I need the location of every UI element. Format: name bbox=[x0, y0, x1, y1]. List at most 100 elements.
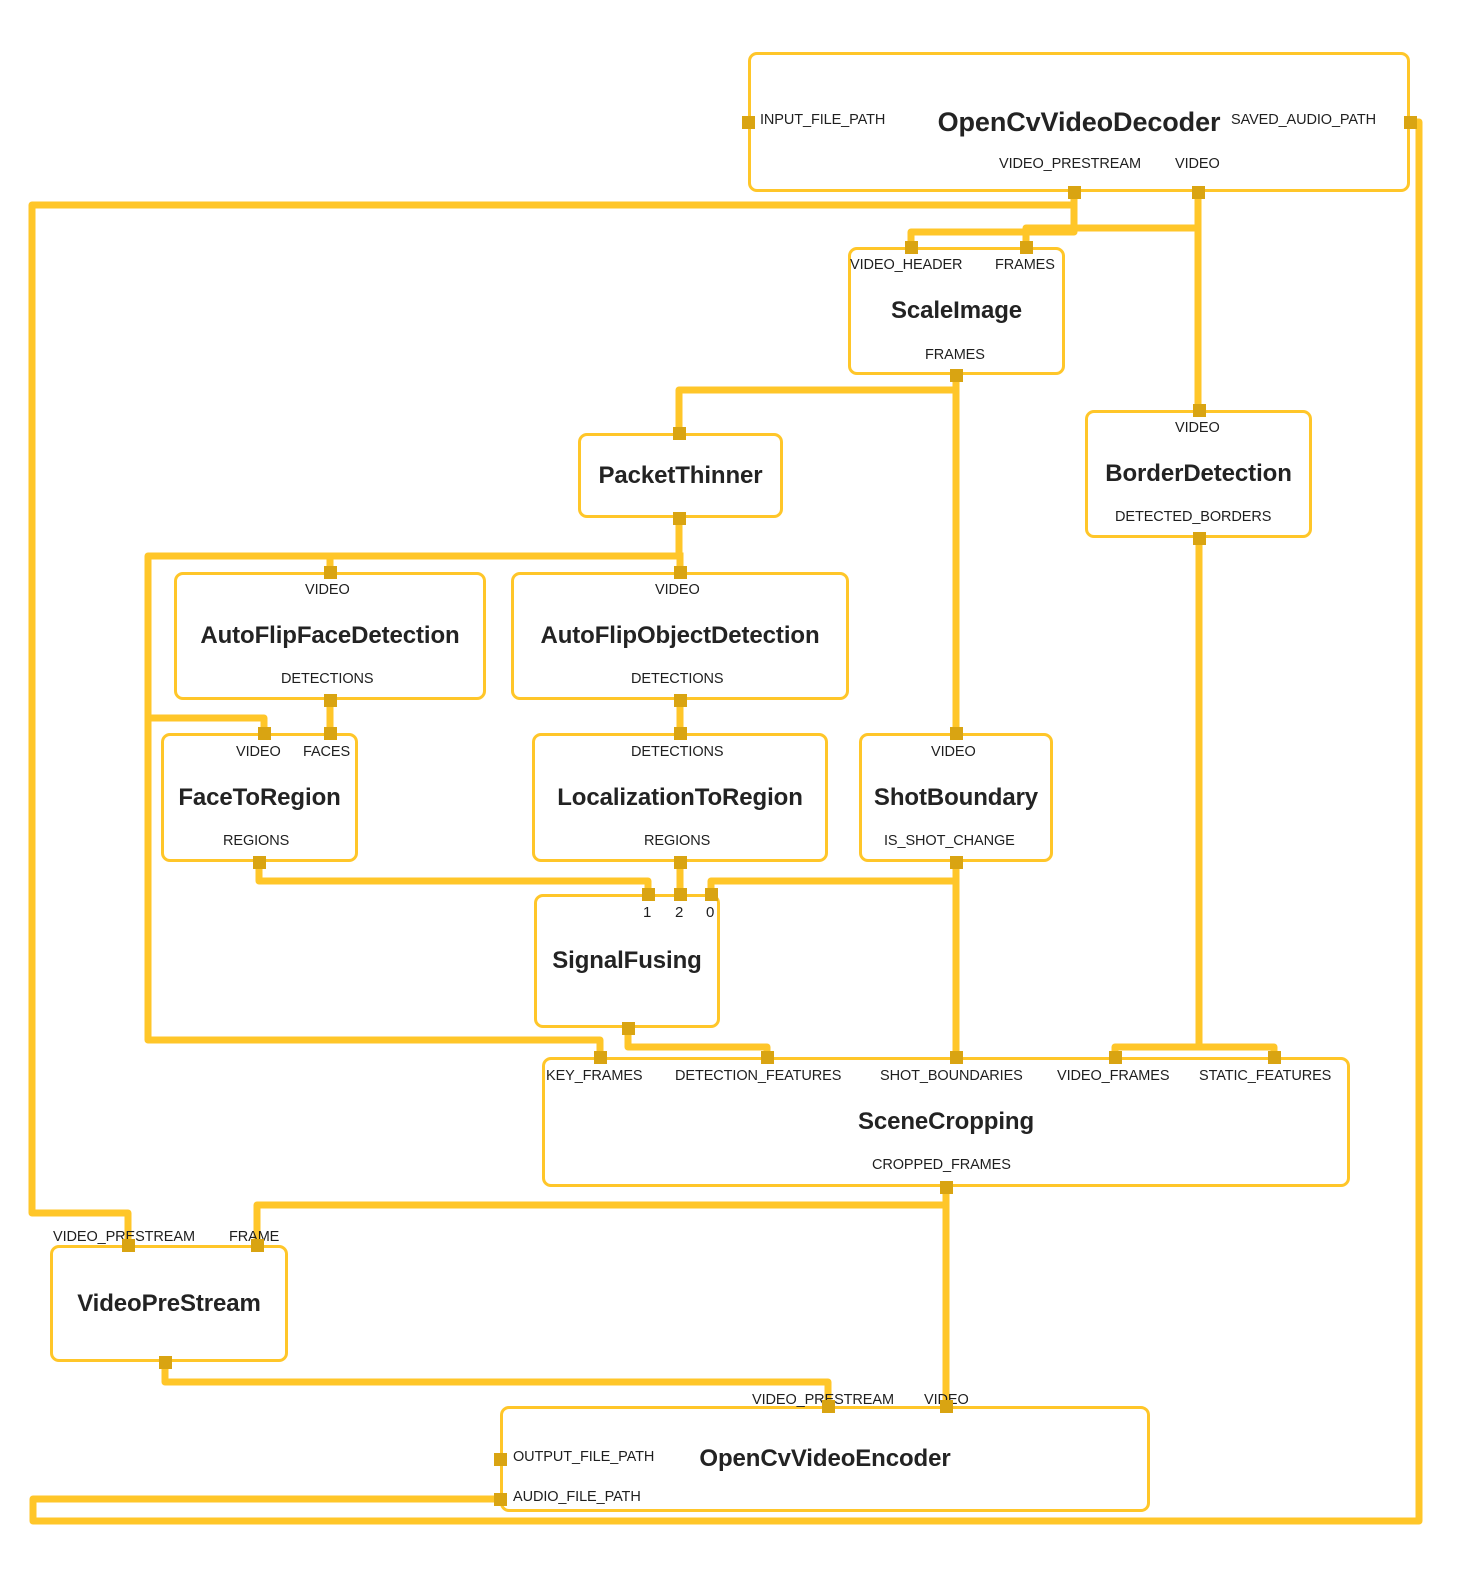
port-label-opencv_video_decoder-video: VIDEO bbox=[1175, 156, 1220, 172]
node-title-opencv_video_decoder: OpenCvVideoDecoder bbox=[937, 106, 1221, 137]
port-scene_cropping-video_frames[interactable] bbox=[1108, 1050, 1122, 1064]
port-localization_to_region-detections[interactable] bbox=[673, 726, 687, 740]
wire-detectedborders-to-staticfeatures bbox=[1195, 534, 1278, 1061]
node-title-autoflip_face_detection: AutoFlipFaceDetection bbox=[200, 622, 460, 649]
wire-video-to-scenecropping-videoframes bbox=[1111, 188, 1203, 1061]
port-label-scene_cropping-video_frames: VIDEO_FRAMES bbox=[1057, 1068, 1170, 1084]
port-scale_image-video_header[interactable] bbox=[904, 240, 918, 254]
port-scene_cropping-cropped_frames[interactable] bbox=[939, 1180, 953, 1194]
port-face_to_region-regions[interactable] bbox=[252, 855, 266, 869]
node-title-opencv_video_encoder: OpenCvVideoEncoder bbox=[699, 1445, 951, 1472]
node-border_detection[interactable]: BorderDetection bbox=[1085, 410, 1312, 538]
wire-signalfusing-to-detectionfeatures bbox=[624, 1024, 771, 1061]
node-title-border_detection: BorderDetection bbox=[1105, 460, 1292, 487]
port-shot_boundary-is_shot_change[interactable] bbox=[949, 855, 963, 869]
port-face_to_region-faces[interactable] bbox=[323, 726, 337, 740]
node-title-shot_boundary: ShotBoundary bbox=[873, 783, 1039, 811]
node-title-localization_to_region: LocalizationToRegion bbox=[557, 783, 803, 811]
port-video_pre_stream-outputs[interactable] bbox=[158, 1355, 172, 1369]
port-opencv_video_encoder-audio_file_path[interactable] bbox=[493, 1492, 507, 1506]
port-packet_thinner-outputs[interactable] bbox=[672, 511, 686, 525]
port-label-opencv_video_decoder-input_file_path: INPUT_FILE_PATH bbox=[760, 112, 886, 128]
node-autoflip_face_detection[interactable]: AutoFlipFaceDetection bbox=[174, 572, 486, 700]
port-label-video_pre_stream-frame: FRAME bbox=[229, 1229, 280, 1245]
port-opencv_video_encoder-video_prestream[interactable] bbox=[821, 1399, 835, 1413]
port-label-opencv_video_decoder-saved_audio_path: SAVED_AUDIO_PATH bbox=[1231, 112, 1377, 128]
node-packet_thinner[interactable]: PacketThinner bbox=[578, 433, 783, 518]
node-title-signal_fusing: SignalFusing bbox=[552, 947, 702, 974]
port-opencv_video_decoder-input_file_path[interactable] bbox=[741, 115, 755, 129]
port-autoflip_object_detection-video[interactable] bbox=[673, 565, 687, 579]
port-label-autoflip_object_detection-video: VIDEO bbox=[655, 582, 700, 598]
port-scene_cropping-static_features[interactable] bbox=[1267, 1050, 1281, 1064]
port-localization_to_region-regions[interactable] bbox=[673, 855, 687, 869]
wire-videoprestream-to-encoder-prestream bbox=[161, 1358, 832, 1410]
node-signal_fusing[interactable]: SignalFusing bbox=[534, 894, 720, 1028]
node-title-scale_image: ScaleImage bbox=[890, 297, 1023, 324]
wire-packetthinner-bus bbox=[144, 514, 683, 1061]
port-label-shot_boundary-video: VIDEO bbox=[931, 744, 976, 760]
port-autoflip_face_detection-video[interactable] bbox=[323, 565, 337, 579]
port-video_pre_stream-video_prestream[interactable] bbox=[121, 1238, 135, 1252]
port-opencv_video_encoder-video[interactable] bbox=[939, 1399, 953, 1413]
port-label-localization_to_region-regions: REGIONS bbox=[644, 833, 711, 849]
port-scene_cropping-detection_features[interactable] bbox=[760, 1050, 774, 1064]
wire-packetthinner-to-facetoregion-video bbox=[144, 714, 268, 737]
port-label-border_detection-detected_borders: DETECTED_BORDERS bbox=[1115, 509, 1272, 525]
node-shot_boundary[interactable]: ShotBoundary bbox=[859, 733, 1053, 862]
node-title-scene_cropping: SceneCropping bbox=[857, 1108, 1035, 1135]
port-label-scale_image-frames: FRAMES bbox=[925, 347, 985, 363]
port-signal_fusing-2[interactable] bbox=[673, 887, 687, 901]
port-signal_fusing-1[interactable] bbox=[641, 887, 655, 901]
port-label-scene_cropping-cropped_frames: CROPPED_FRAMES bbox=[872, 1157, 1011, 1173]
port-label-border_detection-video: VIDEO bbox=[1175, 420, 1220, 436]
port-label-opencv_video_encoder-audio_file_path: AUDIO_FILE_PATH bbox=[513, 1489, 641, 1505]
port-opencv_video_decoder-saved_audio_path[interactable] bbox=[1403, 115, 1417, 129]
port-label-signal_fusing-2: 2 bbox=[675, 904, 684, 921]
port-label-scale_image-video_header: VIDEO_HEADER bbox=[850, 257, 963, 273]
port-scale_image-frames[interactable] bbox=[1019, 240, 1033, 254]
port-autoflip_face_detection-detections[interactable] bbox=[323, 693, 337, 707]
wire-savedaudio-to-audiofilepath bbox=[29, 118, 1423, 1525]
wire-shotboundary-to-signalfusing0 bbox=[707, 858, 960, 898]
port-shot_boundary-video[interactable] bbox=[949, 726, 963, 740]
port-autoflip_object_detection-detections[interactable] bbox=[673, 693, 687, 707]
port-label-scene_cropping-static_features: STATIC_FEATURES bbox=[1199, 1068, 1332, 1084]
port-label-video_pre_stream-video_prestream: VIDEO_PRESTREAM bbox=[53, 1229, 195, 1245]
node-title-video_pre_stream: VideoPreStream bbox=[77, 1289, 261, 1317]
port-label-scale_image-frames: FRAMES bbox=[995, 257, 1055, 273]
node-opencv_video_decoder[interactable]: OpenCvVideoDecoder bbox=[748, 52, 1410, 192]
port-scene_cropping-key_frames[interactable] bbox=[593, 1050, 607, 1064]
node-title-packet_thinner: PacketThinner bbox=[598, 461, 763, 489]
port-scale_image-frames[interactable] bbox=[949, 368, 963, 382]
node-video_pre_stream[interactable]: VideoPreStream bbox=[50, 1245, 288, 1362]
wire-scaleimage-to-packetthinner bbox=[675, 371, 960, 437]
port-video_pre_stream-frame[interactable] bbox=[250, 1238, 264, 1252]
wire-croppedframes-to-videoprestream-frame bbox=[253, 1183, 950, 1249]
port-label-autoflip_face_detection-detections: DETECTIONS bbox=[281, 671, 374, 687]
node-opencv_video_encoder[interactable]: OpenCvVideoEncoder bbox=[500, 1406, 1150, 1512]
port-packet_thinner-inputs[interactable] bbox=[672, 426, 686, 440]
port-scene_cropping-shot_boundaries[interactable] bbox=[949, 1050, 963, 1064]
port-opencv_video_encoder-output_file_path[interactable] bbox=[493, 1452, 507, 1466]
port-label-localization_to_region-detections: DETECTIONS bbox=[631, 744, 724, 760]
port-label-autoflip_face_detection-video: VIDEO bbox=[305, 582, 350, 598]
port-label-opencv_video_decoder-video_prestream: VIDEO_PRESTREAM bbox=[999, 156, 1141, 172]
port-label-face_to_region-faces: FACES bbox=[303, 744, 351, 760]
port-label-signal_fusing-0: 0 bbox=[706, 904, 715, 921]
node-title-face_to_region: FaceToRegion bbox=[178, 783, 341, 811]
wire-video-to-scaleimage-frames bbox=[1022, 188, 1202, 251]
node-scene_cropping[interactable]: SceneCropping bbox=[542, 1057, 1350, 1187]
port-signal_fusing-0[interactable] bbox=[704, 887, 718, 901]
node-scale_image[interactable]: ScaleImage bbox=[848, 247, 1065, 375]
port-border_detection-detected_borders[interactable] bbox=[1192, 531, 1206, 545]
port-border_detection-video[interactable] bbox=[1192, 403, 1206, 417]
port-face_to_region-video[interactable] bbox=[257, 726, 271, 740]
port-signal_fusing-outputs[interactable] bbox=[621, 1021, 635, 1035]
port-label-scene_cropping-detection_features: DETECTION_FEATURES bbox=[675, 1068, 842, 1084]
port-opencv_video_decoder-video_prestream[interactable] bbox=[1067, 185, 1081, 199]
port-opencv_video_decoder-video[interactable] bbox=[1191, 185, 1205, 199]
port-label-face_to_region-video: VIDEO bbox=[236, 744, 281, 760]
